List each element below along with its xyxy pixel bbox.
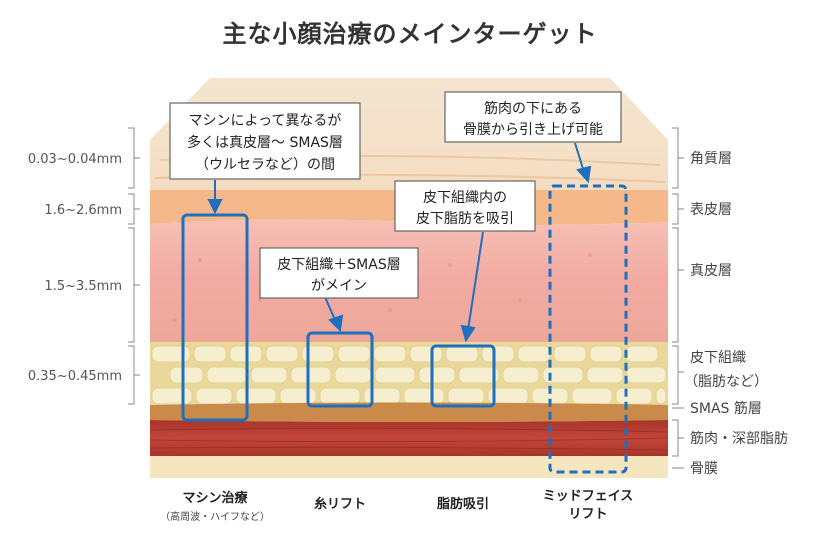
callout-machine-line2: 多くは真皮層〜 SMAS層 bbox=[187, 134, 343, 151]
method-midface-line1: ミッドフェイス bbox=[543, 489, 634, 504]
fat-cell bbox=[615, 387, 653, 405]
fat-cell bbox=[151, 345, 191, 363]
method-machine: マシン治療 bbox=[182, 490, 248, 506]
fat-cell bbox=[301, 345, 335, 363]
callout-midface-line1: 筋肉の下にある bbox=[484, 100, 582, 117]
layer-label-kakushitsu: 角質層 bbox=[690, 151, 732, 167]
method-machine-sub: （高周波・ハイフなど） bbox=[160, 510, 270, 523]
callout-machine-line1: マシンによって異なるが bbox=[189, 113, 342, 129]
smas-layer bbox=[150, 402, 668, 422]
machine-target-box bbox=[181, 213, 249, 422]
lipo-target-box bbox=[430, 344, 496, 408]
fat-cell bbox=[481, 345, 515, 363]
fat-cell bbox=[626, 366, 667, 384]
fat-cell bbox=[586, 366, 624, 384]
fat-cell bbox=[151, 387, 193, 405]
periosteum-layer bbox=[150, 456, 668, 478]
fat-cell bbox=[409, 345, 443, 363]
fat-cell bbox=[373, 345, 407, 363]
fat-cell bbox=[403, 387, 445, 405]
callout-machine-line3: （ウルセラなど）の間 bbox=[195, 157, 335, 173]
fat-cell bbox=[363, 387, 401, 405]
callout-lipo-line2: 皮下脂肪を吸引 bbox=[416, 211, 514, 227]
thread-target-box bbox=[306, 331, 374, 408]
fat-cell bbox=[589, 345, 623, 363]
callout-thread-line1: 皮下組織＋SMAS層 bbox=[277, 257, 400, 273]
method-midface-line2: リフト bbox=[568, 507, 607, 522]
fat-cell bbox=[447, 387, 485, 405]
page-title: 主な小顔治療のメインターゲット bbox=[222, 20, 598, 48]
fat-cell bbox=[290, 366, 332, 384]
fat-cell bbox=[279, 387, 317, 405]
depth-brackets bbox=[128, 127, 140, 405]
layer-label-kotsumaku: 骨膜 bbox=[690, 461, 718, 477]
fat-cell bbox=[193, 345, 227, 363]
fat-cell bbox=[502, 366, 540, 384]
fat-cell bbox=[445, 345, 479, 363]
fat-cell bbox=[235, 387, 277, 405]
callout-midface-line2: 骨膜から引き上げ可能 bbox=[463, 122, 603, 138]
callout-thread-line2: がメイン bbox=[311, 278, 367, 294]
fat-cell bbox=[418, 366, 456, 384]
layer-label-hika-sub: （脂肪など） bbox=[684, 374, 768, 390]
fat-cell bbox=[553, 345, 587, 363]
layer-label-kinniku: 筋肉・深部脂肪 bbox=[690, 430, 788, 447]
midface-target-box bbox=[548, 184, 628, 474]
fat-cell bbox=[265, 345, 299, 363]
fat-cell bbox=[458, 366, 500, 384]
fat-cell bbox=[337, 345, 371, 363]
depth-label-dermis: 1.5~3.5mm bbox=[44, 279, 122, 294]
fat-cell bbox=[195, 387, 233, 405]
depth-label-subcutaneous: 0.35~0.45mm bbox=[28, 369, 122, 384]
fat-cell bbox=[206, 366, 248, 384]
callout-lipo-line1: 皮下組織内の bbox=[423, 190, 507, 206]
layer-label-hyohi: 表皮層 bbox=[690, 202, 732, 218]
fat-cell bbox=[517, 345, 551, 363]
depth-label-epidermis: 1.6~2.6mm bbox=[44, 203, 122, 218]
fat-cell bbox=[319, 387, 361, 405]
fat-cell bbox=[571, 387, 613, 405]
layer-label-smas: SMAS 筋層 bbox=[690, 400, 762, 417]
method-lipo: 脂肪吸引 bbox=[436, 496, 489, 512]
fat-cell bbox=[542, 366, 584, 384]
fat-cell bbox=[655, 387, 667, 405]
fat-cell bbox=[334, 366, 372, 384]
fat-cell bbox=[169, 366, 204, 384]
layer-label-hika: 皮下組織 bbox=[690, 350, 746, 366]
muscle-layer bbox=[150, 420, 668, 456]
layer-brackets bbox=[672, 127, 684, 469]
layer-label-shinpi: 真皮層 bbox=[690, 263, 732, 279]
fat-cells bbox=[151, 345, 667, 405]
fat-cell bbox=[374, 366, 416, 384]
fat-cell bbox=[250, 366, 288, 384]
fat-cell bbox=[625, 345, 659, 363]
depth-label-stratum: 0.03~0.04mm bbox=[28, 152, 122, 167]
method-thread: 糸リフト bbox=[314, 496, 366, 512]
